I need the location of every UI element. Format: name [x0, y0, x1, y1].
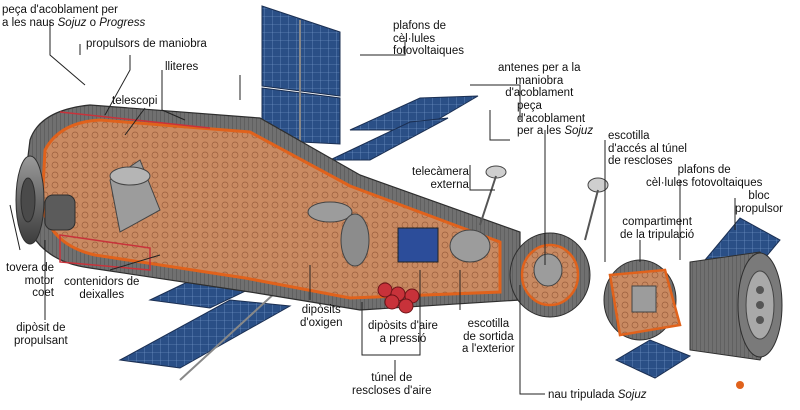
label-airlock-tunnel: túnel de rescloses d'aire — [352, 372, 432, 397]
label-crew-compartment: compartiment de la tripulació — [620, 216, 695, 241]
label-maneuver-thrusters: propulsors de maniobra — [86, 38, 207, 50]
label-telescope: telescopi — [112, 95, 158, 107]
label-external-camera: telecàmera externa — [412, 166, 469, 191]
label-propulsion-block: bloc propulsor — [735, 190, 783, 215]
label-docking-port-progress: peça d'acoblament per a les naus Sojuz o… — [2, 4, 146, 29]
label-docking-port-soyuz: peça d'acoblament per a les Sojuz — [517, 100, 594, 137]
callout-lines — [9, 20, 736, 395]
docking-node — [509, 232, 591, 318]
label-solar-panels-top: plafons de cèl·lules fotovoltaiques — [393, 20, 464, 57]
label-solar-panels-right: plafons de cèl·lules fotovoltaiques — [646, 164, 763, 189]
label-docking-antennas: antenes per a la maniobra d'acoblament — [498, 62, 581, 99]
soyuz-crewed-ship — [603, 251, 783, 389]
red-air-pressure-tanks — [377, 282, 420, 314]
label-crewed-ship-soyuz: nau tripulada Sojuz — [548, 389, 647, 401]
label-airlock-hatch: escotilla d'accés al túnel de rescloses — [608, 130, 687, 167]
label-oxygen-tanks: dipòsits d'oxigen — [300, 304, 343, 329]
label-pressure-air-tanks: dipòsits d'aire a pressió — [368, 320, 438, 345]
antenna-dish-right — [584, 177, 609, 241]
label-engine-nozzle: tovera de motor coet — [6, 262, 54, 299]
label-bunks: lliteres — [165, 61, 199, 73]
antenna-dish-top — [479, 165, 507, 226]
label-fuel-tank: dipòsit de propulsant — [14, 322, 68, 347]
label-waste-containers: contenidors de deixalles — [64, 276, 140, 301]
label-exit-hatch: escotilla de sortida a l'exterior — [462, 318, 515, 355]
